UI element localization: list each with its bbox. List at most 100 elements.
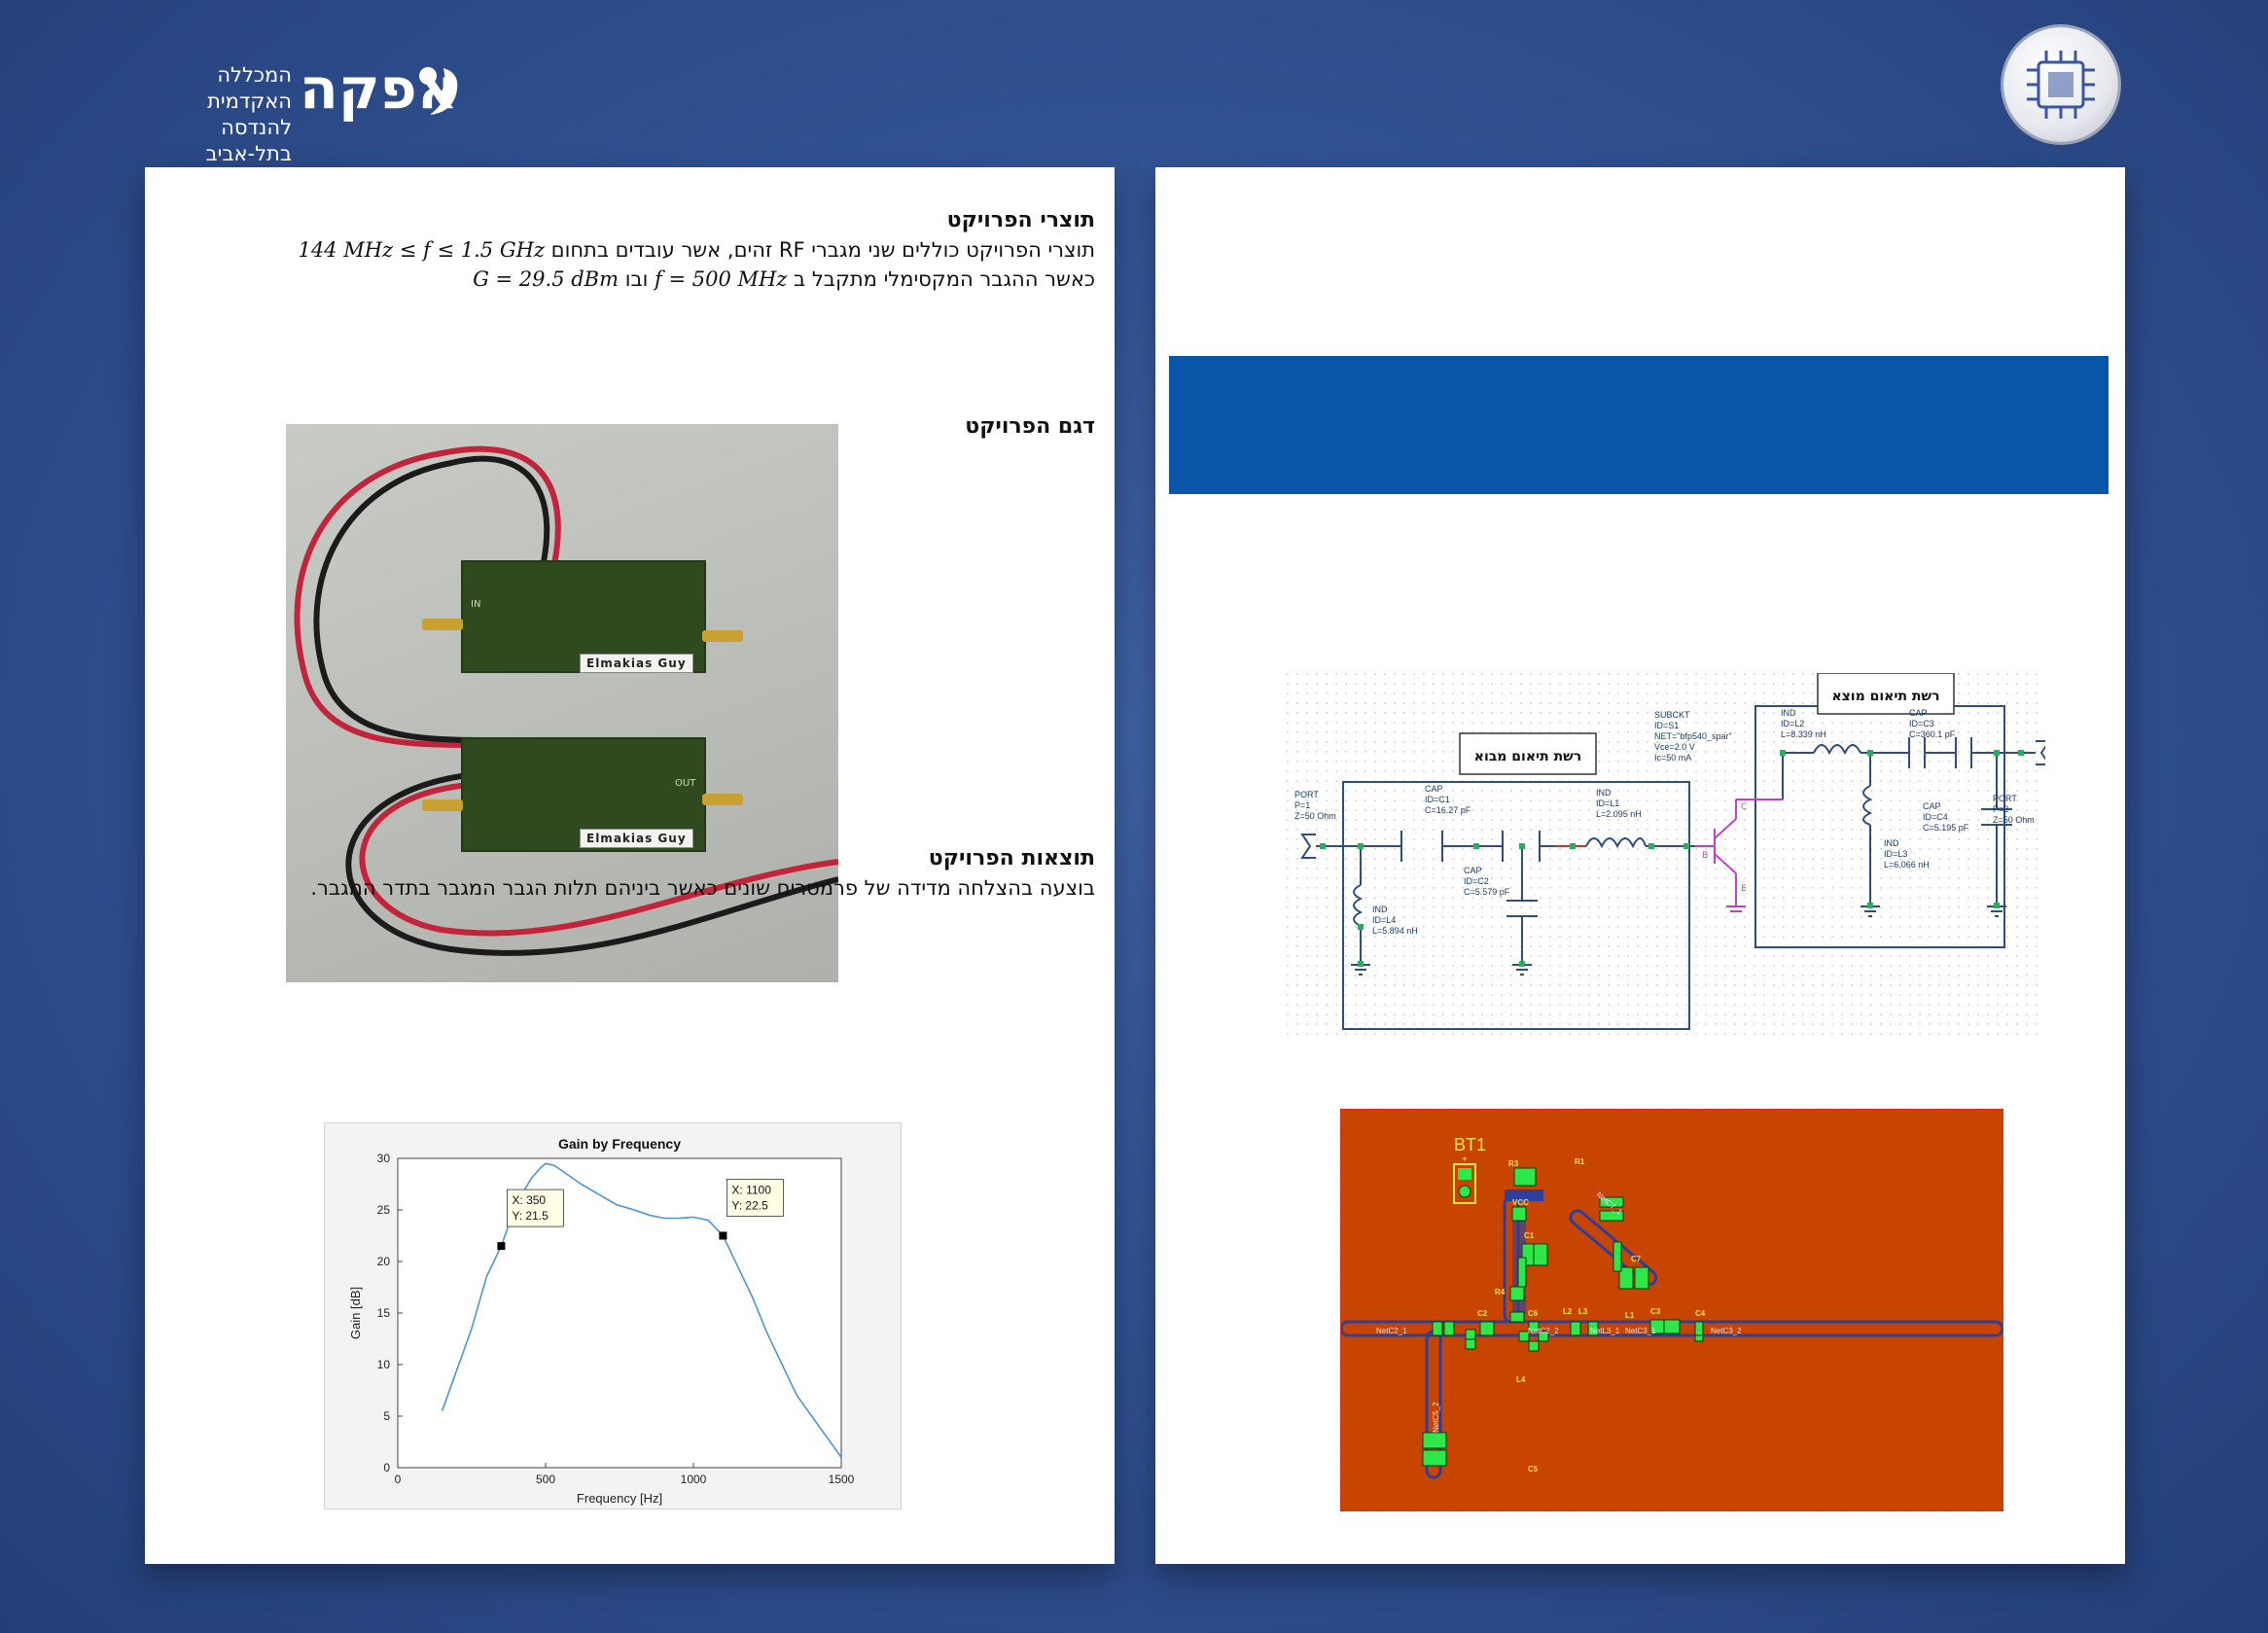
y-tick-label: 0: [383, 1461, 390, 1474]
net-c2-1: NetC2_1: [1376, 1327, 1407, 1335]
svg-text:SUBCKT: SUBCKT: [1654, 710, 1690, 720]
battery-icon: [1453, 1163, 1476, 1204]
svg-text:Z=50 Ohm: Z=50 Ohm: [1294, 811, 1336, 821]
input-match-title-box: [1459, 732, 1597, 775]
y-tick-label: 25: [377, 1203, 391, 1217]
svg-text:C=5.195 pF: C=5.195 pF: [1923, 823, 1969, 833]
svg-text:ID=L1: ID=L1: [1596, 799, 1619, 808]
matching-network-schematic: רשת תיאום מבוא רשת תיאום מוצא: [1287, 672, 2051, 1035]
results-heading: תוצאות הפרויקט: [928, 846, 1095, 870]
l1-label: IND ID=L1 L=2.095 nH: [1596, 788, 1642, 819]
input-match-box: [1342, 781, 1690, 1030]
poster-left-page: תוצרי הפרויקט תוצרי הפרויקט כוללים שני מ…: [145, 167, 1115, 1564]
svg-text:IND: IND: [1884, 838, 1899, 848]
amplifier-boards-photo: Elmakias Guy IN Elmakias Guy OUT: [286, 424, 838, 982]
board-2-label: Elmakias Guy: [580, 829, 693, 848]
model-heading: דגם הפרויקט: [965, 414, 1095, 439]
svg-text:ID=L4: ID=L4: [1372, 915, 1396, 925]
label-vcc: VCC: [1512, 1198, 1529, 1207]
sma-connector-icon: [422, 799, 463, 811]
chart-title: Gain by Frequency: [558, 1136, 681, 1152]
pin-e: E: [1741, 884, 1747, 894]
svg-text:C=5.579 pF: C=5.579 pF: [1464, 887, 1510, 897]
svg-text:ID=S1: ID=S1: [1654, 721, 1679, 730]
svg-text:IND: IND: [1372, 905, 1388, 914]
board-1-in-label: IN: [471, 599, 481, 610]
svg-text:Z=50 Ohm: Z=50 Ohm: [1993, 815, 2035, 825]
net-c5-2: NetC5_2: [1432, 1402, 1440, 1433]
output-match-title: רשת תיאום מוצא: [1831, 689, 1939, 704]
products-line-1: תוצרי הפרויקט כוללים שני מגברי RF זהים, …: [298, 235, 1095, 265]
label-c1: C1: [1524, 1231, 1535, 1240]
svg-text:L=8.339 nH: L=8.339 nH: [1781, 729, 1826, 739]
net-c2-2: NetC2_2: [1528, 1327, 1559, 1335]
l4-label: IND ID=L4 L=5.894 nH: [1372, 905, 1418, 936]
svg-text:ID=C1: ID=C1: [1425, 795, 1450, 804]
logo-wordmark: אפקה: [300, 55, 458, 122]
svg-text:C=360.1 pF: C=360.1 pF: [1909, 729, 1956, 739]
label-l4: L4: [1516, 1375, 1526, 1384]
c4-label: CAP ID=C4 C=5.195 pF: [1923, 801, 1969, 833]
datatip-box: [726, 1179, 784, 1217]
products-line-2: כאשר ההגבר המקסימלי מתקבל ב f = 500 MHz …: [473, 265, 1095, 294]
label-r3: R3: [1508, 1159, 1519, 1168]
label-l3: L3: [1578, 1307, 1588, 1316]
svg-text:L=2.095 nH: L=2.095 nH: [1596, 809, 1642, 819]
svg-text:NET="bfp540_spar": NET="bfp540_spar": [1654, 731, 1732, 741]
products-line-2-text-a: כאשר ההגבר המקסימלי מתקבל ב: [794, 267, 1095, 291]
svg-text:ID=C4: ID=C4: [1923, 812, 1948, 822]
label-c5: C5: [1528, 1465, 1539, 1473]
net-l3-1: NetL3_1: [1590, 1327, 1620, 1335]
products-line-1-text: תוצרי הפרויקט כוללים שני מגברי RF זהים, …: [550, 238, 1095, 262]
label-l1: L1: [1625, 1311, 1635, 1320]
bt1-plus: +: [1462, 1154, 1468, 1165]
datatip-marker: [719, 1231, 727, 1240]
x-tick-label: 1000: [681, 1473, 707, 1486]
c1-label: CAP ID=C1 C=16.27 pF: [1425, 784, 1471, 815]
svg-text:CAP: CAP: [1464, 866, 1482, 875]
svg-text:Ic=50 mA: Ic=50 mA: [1654, 753, 1691, 763]
seal-icon: [2003, 27, 2118, 142]
products-heading: תוצרי הפרויקט: [946, 208, 1095, 232]
svg-text:PORT: PORT: [1993, 794, 2017, 803]
logo-mark-icon: [419, 67, 458, 115]
x-tick-label: 500: [536, 1473, 555, 1486]
y-tick-label: 20: [377, 1255, 391, 1268]
amplifier-board-2: Elmakias Guy OUT: [461, 737, 706, 852]
svg-text:ID=C2: ID=C2: [1464, 876, 1489, 886]
logo-subtitle: המכללה האקדמית להנדסה בתל-אביב: [136, 62, 292, 167]
l3-label: IND ID=L3 L=6.066 nH: [1884, 838, 1930, 870]
cables-drawing: [294, 445, 838, 956]
datatip-y-text: Y: 22.5: [731, 1199, 768, 1213]
x-tick-label: 1500: [829, 1473, 855, 1486]
pin-b: B: [1702, 851, 1708, 861]
svg-text:PORT: PORT: [1294, 790, 1319, 799]
datatip-x-text: X: 350: [512, 1193, 546, 1207]
gain-chart-svg: Gain by Frequency Frequency [Hz] Gain [d…: [348, 1136, 855, 1506]
bt1-label: BT1: [1454, 1135, 1486, 1154]
sma-connector-icon: [422, 619, 463, 630]
label-c3: C3: [1650, 1307, 1661, 1316]
pin-c: C: [1741, 802, 1747, 812]
svg-text:IND: IND: [1781, 708, 1796, 718]
label-c2: C2: [1477, 1309, 1488, 1318]
sma-connector-icon: [702, 794, 743, 805]
y-tick-label: 30: [377, 1152, 391, 1165]
svg-text:CAP: CAP: [1923, 801, 1941, 811]
svg-text:CAP: CAP: [1909, 708, 1928, 718]
svg-text:Vce=2.0 V: Vce=2.0 V: [1654, 742, 1695, 752]
y-tick-label: 15: [377, 1306, 391, 1320]
results-text: בוצעה בהצלחה מדידה של פרמטרים שונים כאשר…: [310, 876, 1095, 900]
board-1-label: Elmakias Guy: [580, 654, 693, 673]
label-r1: R1: [1575, 1157, 1585, 1166]
net-c3-1: NetC3_1: [1625, 1327, 1656, 1335]
c3-label: CAP ID=C3 C=360.1 pF: [1909, 708, 1956, 739]
products-line-2-text-b: ובו: [624, 267, 649, 291]
label-c7: C7: [1631, 1255, 1642, 1263]
port1-label: PORT P=1 Z=50 Ohm: [1294, 790, 1336, 821]
net-c3-2: NetC3_2: [1711, 1327, 1742, 1335]
board-2-out-label: OUT: [675, 778, 696, 789]
svg-text:IND: IND: [1596, 788, 1612, 798]
products-freq-formula: f = 500 MHz: [655, 267, 788, 291]
datatip-marker: [497, 1242, 506, 1251]
